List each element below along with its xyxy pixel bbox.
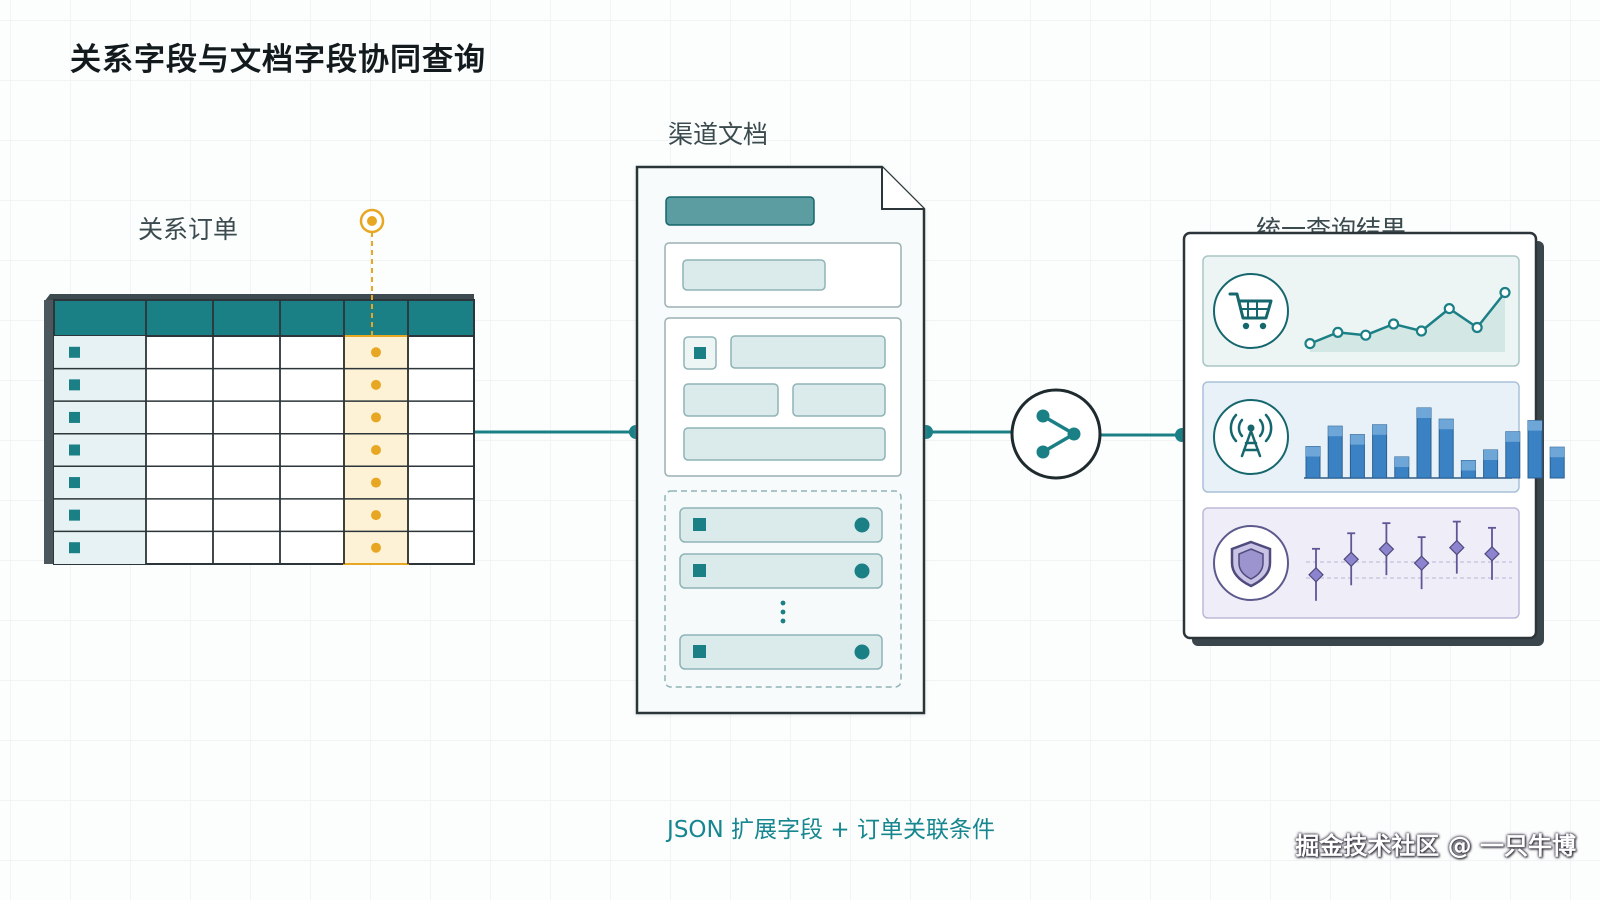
- array-item: [679, 553, 883, 589]
- row-key-marker: [69, 411, 80, 423]
- channel-document-label: 渠道文档: [668, 120, 769, 149]
- range-marker: [1378, 541, 1395, 558]
- bar-cap: [1505, 431, 1520, 442]
- highlighted-value-marker: [371, 379, 381, 390]
- row-key-marker: [69, 379, 80, 391]
- highlighted-value-marker: [371, 510, 381, 521]
- row-key-marker: [69, 444, 80, 456]
- range-marker: [1448, 539, 1465, 556]
- line-chart-point: [1332, 326, 1344, 338]
- bar-cap: [1550, 447, 1565, 458]
- bar-cap: [1439, 419, 1454, 430]
- line-chart-point: [1360, 329, 1372, 341]
- doc-field-3: [683, 383, 779, 417]
- row-key-marker: [69, 509, 80, 521]
- line-chart-point: [1443, 303, 1455, 315]
- relational-orders-label: 关系订单: [138, 215, 239, 244]
- signal-tower-icon: [1213, 399, 1289, 475]
- result-panel: [1182, 231, 1565, 646]
- watermark: 掘金技术社区 @ 一只牛博: [1295, 832, 1576, 860]
- line-chart: [1304, 286, 1511, 352]
- array-item: [679, 634, 883, 670]
- bar-chart: [1304, 407, 1565, 479]
- shopping-cart-icon: [1213, 273, 1289, 349]
- doc-field-1: [682, 259, 826, 291]
- bar: [1416, 407, 1432, 479]
- footer-caption: JSON 扩展字段 + 订单关联条件: [667, 817, 995, 843]
- highlighted-value-marker: [371, 542, 381, 553]
- row-key-marker: [69, 477, 80, 489]
- range-marker: [1343, 551, 1360, 568]
- doc-field-2: [730, 335, 886, 369]
- bar-cap: [1461, 460, 1476, 471]
- key-column: [54, 336, 146, 564]
- doc-title-bar: [665, 196, 815, 226]
- shield-icon: [1213, 525, 1289, 601]
- line-chart-area: [1310, 292, 1505, 352]
- line-chart-point: [1471, 321, 1483, 334]
- table-header: [53, 299, 475, 337]
- line-chart-point: [1415, 325, 1428, 337]
- bar-cap: [1394, 457, 1409, 467]
- bar-cap: [1417, 408, 1431, 418]
- highlighted-value-marker: [371, 412, 381, 423]
- range-marker: [1413, 555, 1430, 571]
- highlighted-value-marker: [371, 477, 381, 488]
- row-key-marker: [69, 346, 80, 358]
- share-node-icon: [1010, 388, 1102, 480]
- array-item: [679, 507, 883, 543]
- doc-field-4: [792, 383, 886, 417]
- bar-cap: [1483, 450, 1498, 460]
- line-chart-point: [1304, 338, 1316, 350]
- relational-table: [44, 208, 475, 565]
- channel-document: [635, 165, 926, 715]
- bar-cap: [1328, 426, 1343, 437]
- doc-field-5: [683, 427, 886, 461]
- highlighted-value-marker: [371, 347, 381, 358]
- bar-cap: [1528, 420, 1542, 431]
- range-chart: [1306, 520, 1512, 601]
- result-row-security: [1202, 507, 1520, 619]
- line-chart-point: [1387, 318, 1400, 330]
- ellipsis-icon: [780, 600, 786, 624]
- range-marker: [1308, 566, 1324, 583]
- range-marker: [1484, 545, 1500, 562]
- bar-cap: [1350, 434, 1365, 445]
- page-title: 关系字段与文档字段协同查询: [70, 42, 486, 78]
- row-key-marker: [69, 542, 80, 554]
- bar-cap: [1372, 424, 1387, 435]
- column-target-icon: [359, 208, 385, 234]
- bar-cap: [1306, 446, 1320, 457]
- line-chart-point: [1499, 286, 1511, 299]
- highlighted-value-marker: [371, 445, 381, 455]
